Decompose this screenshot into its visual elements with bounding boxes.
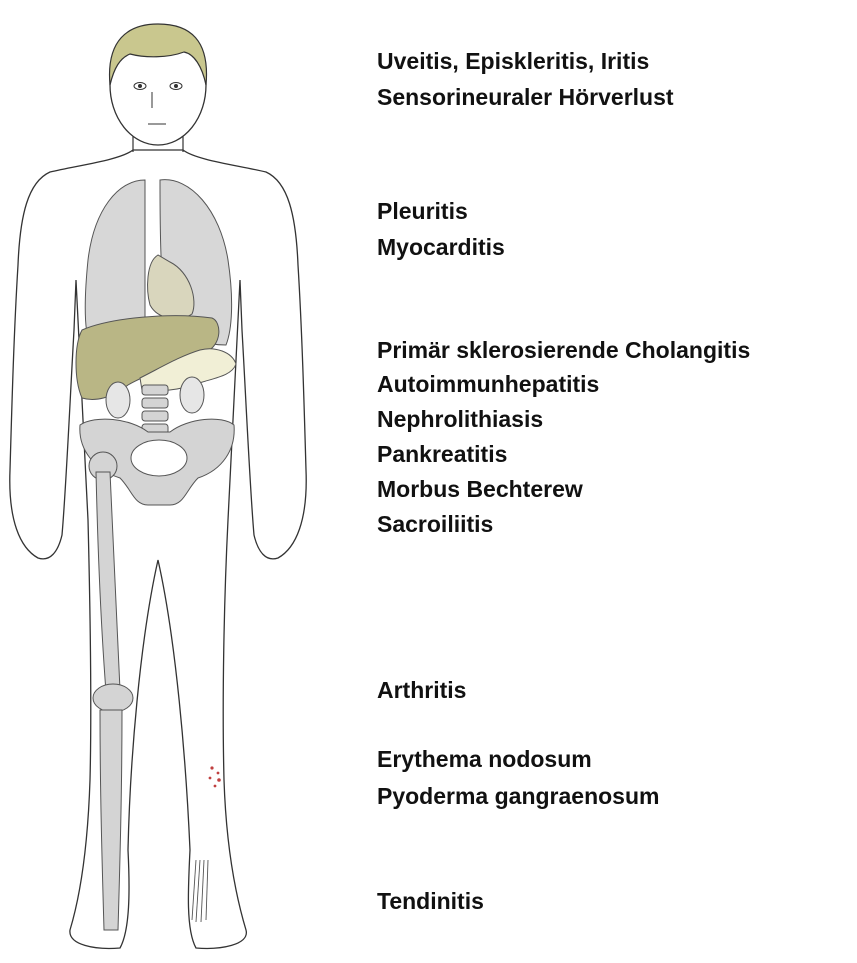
body-figure xyxy=(0,0,330,963)
pelvis-inlet xyxy=(131,440,187,476)
kidney-left xyxy=(106,382,130,418)
kidney-right xyxy=(180,377,204,413)
label-pyoderma: Pyoderma gangraenosum xyxy=(377,779,659,813)
label-nephrolith: Nephrolithiasis xyxy=(377,402,543,436)
label-bechterew: Morbus Bechterew xyxy=(377,472,583,506)
label-arthritis: Arthritis xyxy=(377,673,466,707)
label-uveitis: Uveitis, Episkleritis, Iritis xyxy=(377,44,649,78)
label-erythema: Erythema nodosum xyxy=(377,742,592,776)
label-tendinitis: Tendinitis xyxy=(377,884,484,918)
label-sacroiliitis: Sacroiliitis xyxy=(377,507,493,541)
label-pankreatitis: Pankreatitis xyxy=(377,437,507,471)
label-myocarditis: Myocarditis xyxy=(377,230,505,264)
label-hearing-loss: Sensorineuraler Hörverlust xyxy=(377,80,674,114)
label-aih: Autoimmunhepatitis xyxy=(377,367,599,401)
label-psc: Primär sklerosierende Cholangitis xyxy=(377,333,750,367)
manifestation-labels: Uveitis, Episkleritis, Iritis Sensorineu… xyxy=(377,0,857,963)
label-pleuritis: Pleuritis xyxy=(377,194,468,228)
